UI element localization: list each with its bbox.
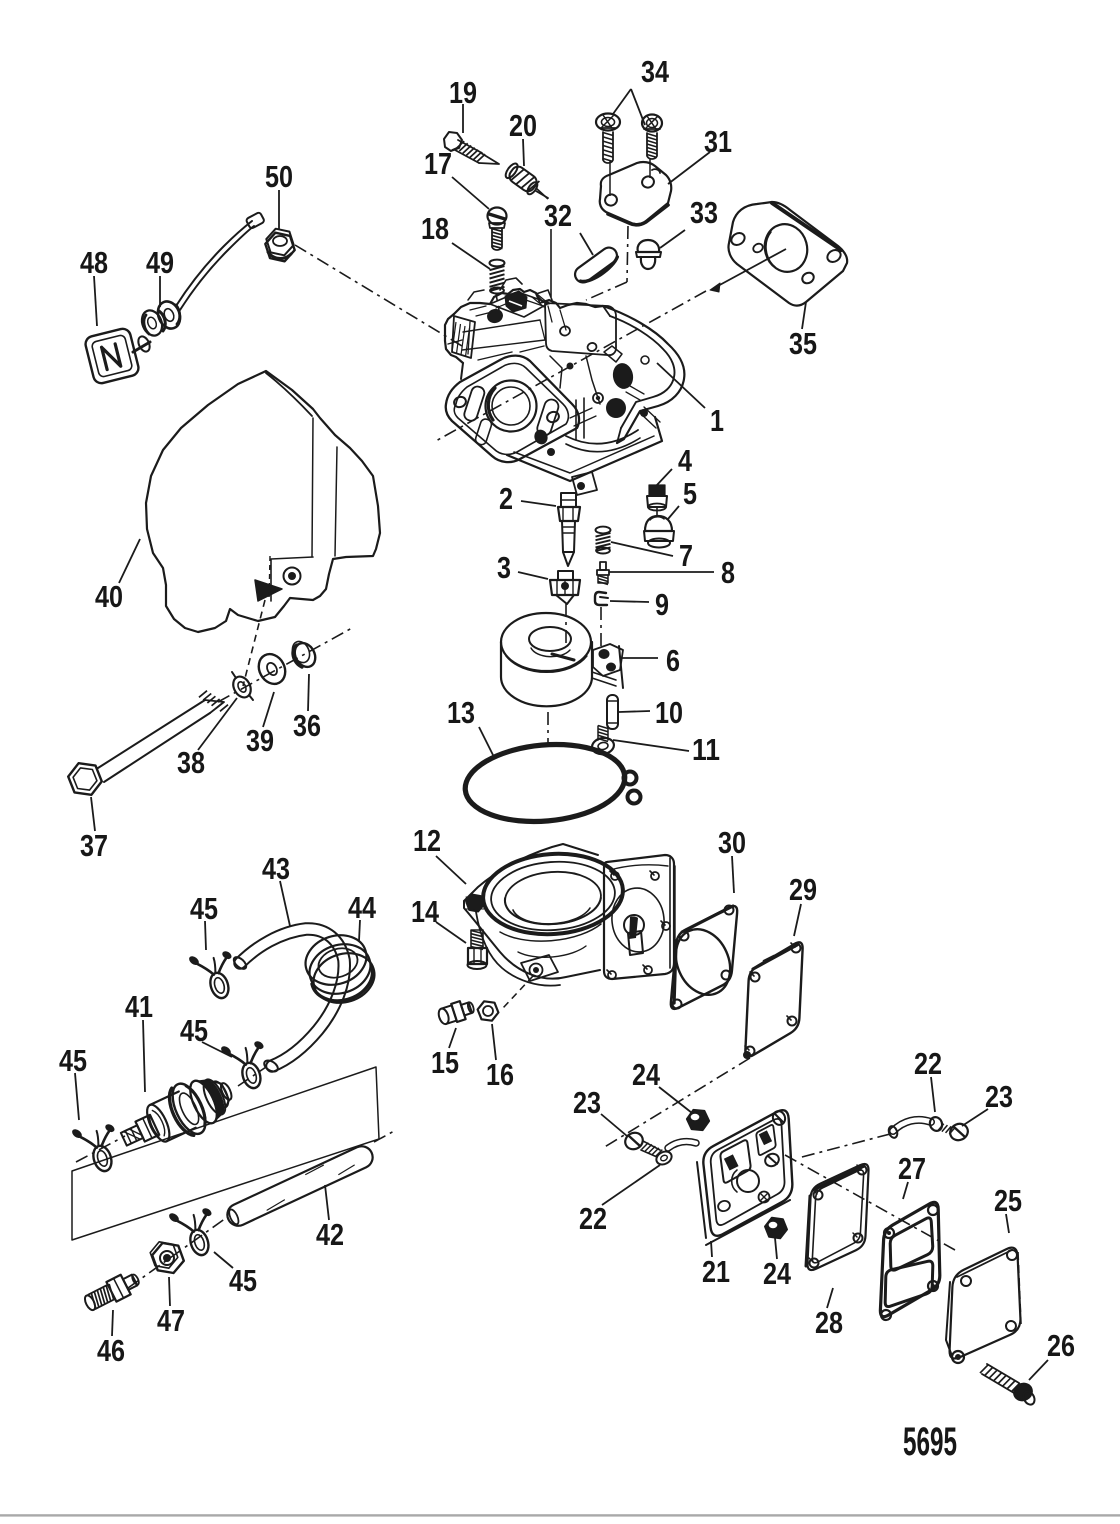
svg-text:41: 41 bbox=[125, 989, 153, 1024]
svg-text:30: 30 bbox=[718, 825, 746, 860]
svg-text:26: 26 bbox=[1047, 1328, 1075, 1363]
svg-text:11: 11 bbox=[692, 732, 720, 767]
svg-text:7: 7 bbox=[679, 538, 693, 573]
svg-text:21: 21 bbox=[702, 1254, 730, 1289]
svg-text:23: 23 bbox=[985, 1079, 1013, 1114]
svg-text:13: 13 bbox=[447, 695, 475, 730]
svg-text:42: 42 bbox=[316, 1217, 344, 1252]
svg-text:38: 38 bbox=[177, 745, 205, 780]
svg-text:45: 45 bbox=[190, 891, 218, 926]
svg-text:49: 49 bbox=[146, 245, 174, 280]
svg-text:33: 33 bbox=[690, 195, 718, 230]
svg-text:43: 43 bbox=[262, 851, 290, 886]
svg-text:1: 1 bbox=[710, 403, 724, 438]
svg-text:45: 45 bbox=[180, 1013, 208, 1048]
svg-text:36: 36 bbox=[293, 708, 321, 743]
svg-text:29: 29 bbox=[789, 872, 817, 907]
svg-text:18: 18 bbox=[421, 211, 449, 246]
svg-text:6: 6 bbox=[666, 643, 680, 678]
svg-text:31: 31 bbox=[704, 124, 732, 159]
svg-text:35: 35 bbox=[789, 326, 817, 361]
svg-text:37: 37 bbox=[80, 828, 108, 863]
svg-text:20: 20 bbox=[509, 108, 537, 143]
svg-text:25: 25 bbox=[994, 1183, 1022, 1218]
svg-text:40: 40 bbox=[95, 579, 123, 614]
svg-text:16: 16 bbox=[486, 1057, 514, 1092]
svg-text:45: 45 bbox=[59, 1043, 87, 1078]
svg-text:23: 23 bbox=[573, 1085, 601, 1120]
svg-text:39: 39 bbox=[246, 723, 274, 758]
svg-text:8: 8 bbox=[721, 555, 735, 590]
svg-text:34: 34 bbox=[641, 54, 670, 89]
svg-text:19: 19 bbox=[449, 75, 477, 110]
svg-text:14: 14 bbox=[411, 894, 440, 929]
svg-text:44: 44 bbox=[348, 890, 377, 925]
svg-text:28: 28 bbox=[815, 1305, 843, 1340]
svg-text:12: 12 bbox=[413, 823, 441, 858]
svg-text:24: 24 bbox=[763, 1256, 792, 1291]
svg-text:47: 47 bbox=[157, 1303, 185, 1338]
svg-text:5695: 5695 bbox=[903, 1420, 957, 1464]
svg-text:50: 50 bbox=[265, 159, 293, 194]
svg-text:9: 9 bbox=[655, 587, 669, 622]
svg-text:45: 45 bbox=[229, 1263, 257, 1298]
svg-text:10: 10 bbox=[655, 695, 683, 730]
svg-text:22: 22 bbox=[914, 1046, 942, 1081]
svg-text:5: 5 bbox=[683, 476, 697, 511]
svg-text:4: 4 bbox=[678, 443, 693, 478]
svg-text:24: 24 bbox=[632, 1057, 661, 1092]
svg-text:32: 32 bbox=[544, 198, 572, 233]
svg-text:17: 17 bbox=[424, 146, 452, 181]
svg-text:2: 2 bbox=[499, 481, 513, 516]
svg-text:22: 22 bbox=[579, 1201, 607, 1236]
svg-text:3: 3 bbox=[497, 550, 511, 585]
svg-text:46: 46 bbox=[97, 1333, 125, 1368]
svg-text:15: 15 bbox=[431, 1045, 459, 1080]
svg-text:48: 48 bbox=[80, 245, 108, 280]
svg-text:27: 27 bbox=[898, 1151, 926, 1186]
